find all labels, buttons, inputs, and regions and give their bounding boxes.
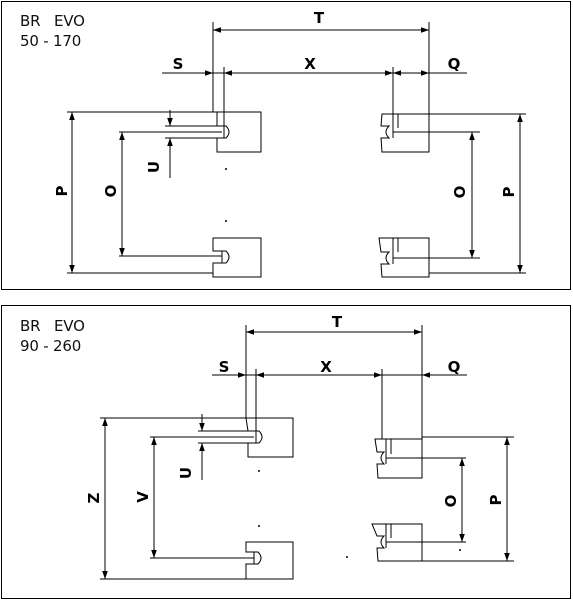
block-top-right [380, 113, 430, 153]
dimension-label-q: Q [448, 55, 461, 73]
dimension-label-p-left: P [53, 186, 71, 197]
dimension-label-v: V [134, 491, 152, 503]
dimension-label-t: T [314, 9, 325, 27]
model-name: BR EVO [20, 317, 85, 335]
dimension-label-s: S [173, 55, 184, 73]
block-bottom-left [245, 541, 294, 580]
dimension-label-t: T [332, 313, 343, 331]
dimension-drawing: T S X Q U P O O P [53, 9, 526, 278]
dimension-label-o-right: O [442, 495, 460, 508]
model-label: BR EVO 90 - 260 [20, 316, 85, 356]
dimension-label-o-left: O [102, 185, 120, 198]
model-name: BR EVO [20, 12, 85, 30]
dimension-label-p-right: P [487, 495, 505, 506]
diagram-panel-br-evo-50-170: BR EVO 50 - 170 [1, 1, 571, 290]
dimension-label-z: Z [85, 492, 103, 503]
dimension-label-u: U [145, 161, 163, 173]
dimension-label-x: X [320, 358, 332, 376]
size-range: 50 - 170 [20, 32, 82, 50]
model-label: BR EVO 50 - 170 [20, 11, 85, 51]
block-bottom-left [212, 237, 262, 278]
block-top-left [213, 111, 262, 153]
dimension-label-p-right: P [500, 187, 518, 198]
dimension-label-x: X [304, 55, 316, 73]
dimension-label-o-right: O [451, 186, 469, 199]
diagram-panel-br-evo-90-260: BR EVO 90 - 260 [1, 305, 571, 599]
dimension-drawing: T S X Q U Z V O P [85, 313, 514, 580]
dimension-label-q: Q [448, 358, 461, 376]
size-range: 90 - 260 [20, 337, 82, 355]
block-top-left [245, 417, 294, 458]
dimension-label-u: U [177, 467, 195, 479]
dimension-label-s: S [219, 358, 230, 376]
